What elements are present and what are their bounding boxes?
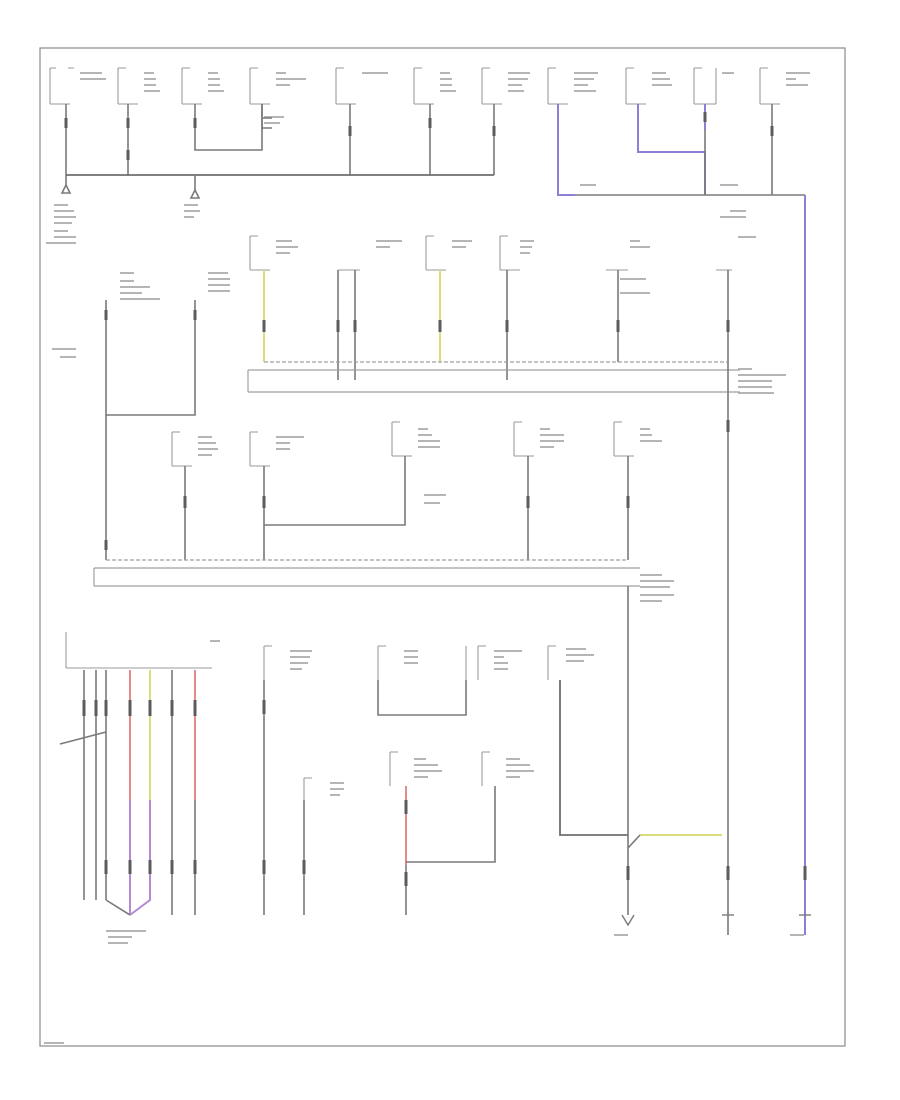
lower-components	[171, 421, 634, 467]
ground-symbol	[621, 914, 811, 927]
component-box	[249, 67, 270, 105]
component-box	[181, 67, 202, 105]
middle-label-marks	[52, 240, 786, 394]
component-box	[625, 67, 646, 105]
bottom-wires	[59, 586, 722, 916]
top-row-wires	[65, 104, 806, 935]
ground-symbol	[60, 183, 201, 199]
component-box	[117, 67, 138, 105]
component-box	[547, 67, 568, 105]
component-box	[759, 67, 780, 105]
middle-connector-marks	[104, 310, 730, 332]
top-connector-marks	[64, 112, 774, 160]
middle-wires	[105, 270, 740, 416]
lower-label-marks	[198, 428, 674, 602]
bottom-components	[65, 632, 556, 800]
bottom-label-marks	[44, 640, 804, 1044]
ground-label-marks	[46, 184, 756, 244]
component-box	[413, 67, 434, 105]
lower-wires	[93, 362, 729, 935]
component-box	[49, 67, 74, 105]
lower-connector-marks	[104, 420, 730, 550]
bottom-connector-marks	[82, 700, 807, 886]
component-box	[481, 67, 502, 105]
component-box	[335, 67, 356, 105]
diagram-frame	[39, 47, 846, 1047]
component-box	[693, 67, 717, 105]
top-row-label-marks	[80, 72, 810, 124]
middle-components	[249, 235, 732, 271]
